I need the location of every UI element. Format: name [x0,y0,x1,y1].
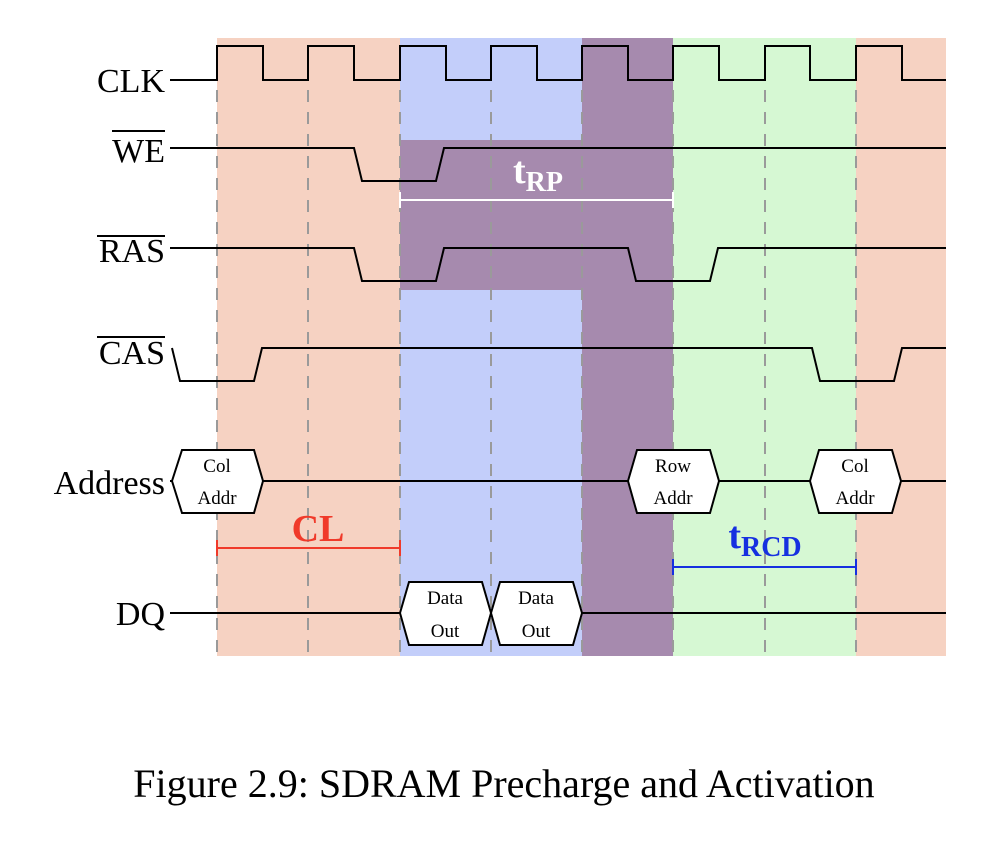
address-label: Address [54,465,165,502]
address-value-col-addr-2: Col Addr [808,449,903,514]
clk-waveform [170,45,946,81]
svg-text:Out: Out [522,621,551,642]
svg-text:Col: Col [203,456,230,477]
trp-label: tRP [513,150,563,198]
cl-label: CL [292,508,345,550]
ras-waveform [170,247,946,282]
dq-value-data-out-2: Data Out [489,581,584,646]
address-value-row-addr: Row Addr [626,449,721,514]
address-value-col-addr: Col Addr [170,449,265,514]
svg-text:Addr: Addr [835,488,875,509]
ras-label: RAS [99,233,165,270]
trp-bracket [399,192,674,208]
svg-text:Out: Out [431,621,460,642]
svg-text:Col: Col [841,456,868,477]
svg-text:Data: Data [518,588,554,609]
cas-waveform [171,347,946,382]
trcd-label: tRCD [728,515,801,563]
dq-value-data-out-1: Data Out [398,581,493,646]
cl-bracket [216,540,401,556]
dq-label: DQ [116,596,165,633]
svg-text:Data: Data [427,588,463,609]
we-label: WE [112,133,165,170]
svg-text:Addr: Addr [653,488,693,509]
cas-label: CAS [99,335,165,372]
svg-text:Addr: Addr [197,488,237,509]
we-waveform [170,147,946,182]
trcd-bracket [672,559,857,575]
svg-text:Row: Row [655,456,691,477]
figure-caption: Figure 2.9: SDRAM Precharge and Activati… [133,761,875,806]
clk-label: CLK [97,63,165,100]
